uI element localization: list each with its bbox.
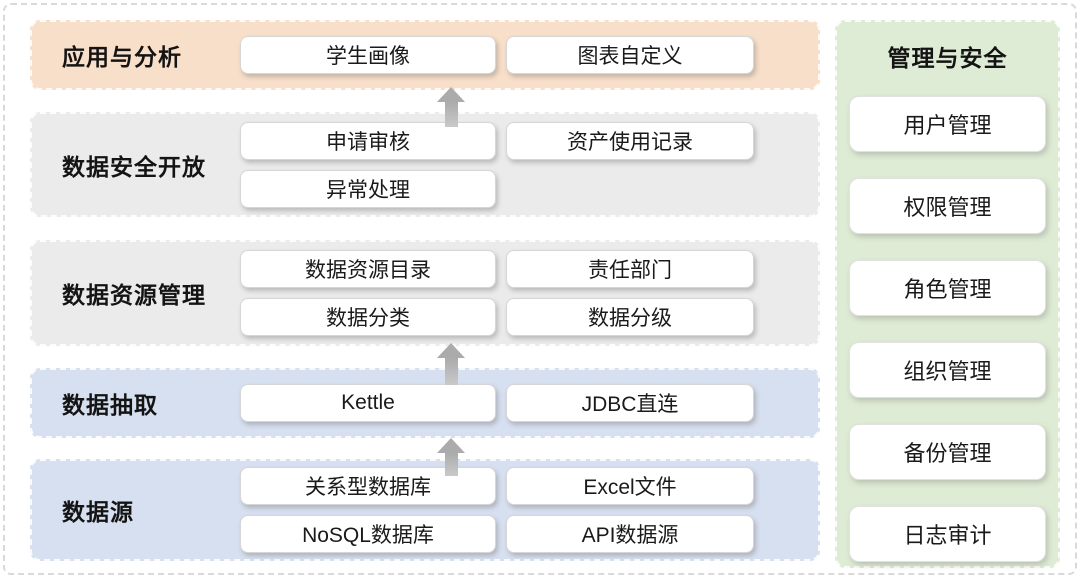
module-card: 数据资源目录 — [240, 250, 496, 288]
layer-cards: Kettle JDBC直连 — [240, 370, 818, 436]
layer-cards: 数据资源目录责任部门数据分类数据分级 — [240, 242, 818, 344]
panel-card: 组织管理 — [849, 342, 1046, 398]
module-card: API数据源 — [506, 515, 754, 553]
layer-label: 应用与分析 — [62, 44, 182, 70]
arrow-shaft — [444, 453, 458, 476]
panel-card: 权限管理 — [849, 178, 1046, 234]
layer-cards: 申请审核资产使用记录异常处理 — [240, 114, 818, 215]
layer-cards: 学生画像图表自定义 — [240, 22, 818, 88]
module-card: 数据分级 — [506, 298, 754, 336]
module-card: 异常处理 — [240, 169, 496, 208]
panel-cards: 用户管理权限管理角色管理组织管理备份管理日志审计 — [849, 96, 1046, 562]
up-arrow-icon — [437, 438, 465, 476]
module-card: Kettle — [240, 384, 496, 422]
layer-label: 数据抽取 — [62, 392, 158, 418]
layer-data-extraction: 数据抽取 Kettle JDBC直连 — [30, 368, 820, 438]
up-arrow-icon — [437, 343, 465, 385]
layer-data-resource-management: 数据资源管理 数据资源目录责任部门数据分类数据分级 — [30, 240, 820, 346]
module-card: JDBC直连 — [506, 384, 754, 422]
panel-card: 用户管理 — [849, 96, 1046, 152]
module-card: Excel文件 — [506, 467, 754, 505]
layer-label: 数据源 — [62, 499, 134, 525]
arrow-head — [437, 438, 465, 453]
arrow-head — [437, 87, 465, 102]
arrow-shaft — [444, 102, 458, 127]
arrow-shaft — [444, 358, 458, 385]
panel-card: 备份管理 — [849, 424, 1046, 480]
module-card: 资产使用记录 — [506, 121, 754, 160]
management-security-panel: 管理与安全 用户管理权限管理角色管理组织管理备份管理日志审计 — [835, 20, 1060, 568]
module-card: 责任部门 — [506, 250, 754, 288]
arrow-head — [437, 343, 465, 358]
module-card: 学生画像 — [240, 36, 496, 74]
layer-label: 数据资源管理 — [62, 282, 206, 308]
panel-card: 日志审计 — [849, 506, 1046, 562]
layer-application-analysis: 应用与分析 学生画像图表自定义 — [30, 20, 820, 90]
module-card: 数据分类 — [240, 298, 496, 336]
up-arrow-icon — [437, 87, 465, 127]
panel-card: 角色管理 — [849, 260, 1046, 316]
panel-title: 管理与安全 — [887, 45, 1008, 71]
module-card: 图表自定义 — [506, 36, 754, 74]
layer-label: 数据安全开放 — [62, 153, 206, 180]
module-card: NoSQL数据库 — [240, 515, 496, 553]
module-card: 申请审核 — [240, 121, 496, 160]
layer-data-security-open: 数据安全开放 申请审核资产使用记录异常处理 — [30, 112, 820, 217]
slide-canvas: 应用与分析 学生画像图表自定义 数据安全开放 申请审核资产使用记录异常处理 数据… — [3, 3, 1077, 575]
